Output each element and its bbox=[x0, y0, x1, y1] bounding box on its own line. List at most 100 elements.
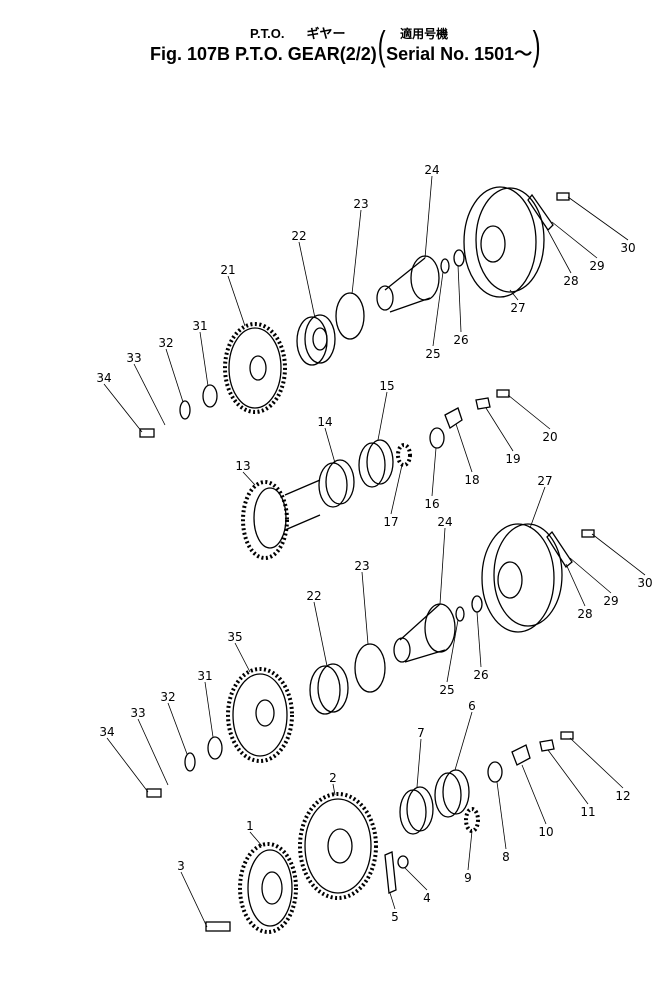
washer-26b bbox=[471, 595, 483, 613]
callout-32: 32 bbox=[158, 336, 173, 350]
leader-line-24 bbox=[424, 175, 433, 259]
lock-plate-28b bbox=[546, 530, 573, 568]
callout-27: 27 bbox=[537, 474, 552, 488]
callout-7: 7 bbox=[417, 726, 425, 740]
callout-8: 8 bbox=[502, 850, 510, 864]
subtitle-en: P.T.O. bbox=[250, 26, 285, 41]
leader-line-30 bbox=[591, 533, 646, 576]
bearing-6 bbox=[434, 769, 470, 818]
serial-range: Serial No. 1501～ bbox=[386, 44, 533, 64]
callout-19: 19 bbox=[505, 452, 520, 466]
leader-line-24 bbox=[439, 527, 446, 605]
subtitle-jp: ギヤー bbox=[306, 26, 346, 41]
gear-13 bbox=[241, 479, 321, 560]
leader-line-19 bbox=[485, 407, 514, 452]
callout-5: 5 bbox=[391, 910, 399, 924]
callout-25: 25 bbox=[425, 347, 440, 361]
leader-line-21 bbox=[227, 275, 246, 327]
nut-4 bbox=[397, 855, 409, 869]
callout-33: 33 bbox=[130, 706, 145, 720]
leader-line-28 bbox=[544, 224, 572, 274]
callout-24: 24 bbox=[424, 163, 439, 177]
plate-19 bbox=[475, 397, 491, 410]
leader-line-28 bbox=[565, 563, 586, 607]
bolt-30 bbox=[556, 192, 570, 201]
leader-line-32 bbox=[165, 348, 184, 403]
callout-16: 16 bbox=[424, 497, 439, 511]
leader-line-31 bbox=[204, 681, 214, 738]
callout-22: 22 bbox=[306, 589, 321, 603]
callout-22: 22 bbox=[291, 229, 306, 243]
leader-line-30 bbox=[567, 196, 629, 241]
bolt-34 bbox=[139, 428, 155, 438]
callout-labels: 2423222131323334252627282930151413161718… bbox=[96, 163, 652, 924]
bearing-15 bbox=[358, 439, 394, 488]
leader-line-6 bbox=[454, 711, 473, 771]
callout-23: 23 bbox=[354, 559, 369, 573]
leader-line-20 bbox=[507, 394, 551, 430]
callout-13: 13 bbox=[235, 459, 250, 473]
leader-line-4 bbox=[404, 867, 428, 891]
lock-washer-9 bbox=[464, 807, 480, 833]
ring-31 bbox=[202, 384, 218, 408]
callout-31: 31 bbox=[197, 669, 212, 683]
callout-15: 15 bbox=[379, 379, 394, 393]
leader-line-18 bbox=[455, 423, 473, 473]
callout-3: 3 bbox=[177, 859, 185, 873]
open-paren: ( bbox=[377, 24, 386, 68]
callout-12: 12 bbox=[615, 789, 630, 803]
close-paren: ) bbox=[532, 24, 541, 68]
subtitle-row: P.T.O. ギヤー bbox=[150, 26, 377, 42]
callout-30: 30 bbox=[620, 241, 635, 255]
title-block: P.T.O. ギヤー Fig. 107B P.T.O. GEAR(2/2) bbox=[150, 26, 377, 66]
gear-21 bbox=[223, 322, 287, 414]
lock-10 bbox=[511, 744, 531, 766]
nut-8 bbox=[487, 761, 503, 783]
callout-29: 29 bbox=[603, 594, 618, 608]
callout-17: 17 bbox=[383, 515, 398, 529]
callout-34: 34 bbox=[96, 371, 111, 385]
callout-33: 33 bbox=[126, 351, 141, 365]
callout-14: 14 bbox=[317, 415, 332, 429]
lock-18 bbox=[444, 407, 463, 429]
gear-2 bbox=[298, 792, 378, 900]
callout-9: 9 bbox=[464, 871, 472, 885]
leader-line-32 bbox=[167, 702, 188, 755]
callout-1: 1 bbox=[246, 819, 254, 833]
leader-line-27 bbox=[509, 289, 519, 301]
washer-32 bbox=[179, 400, 191, 420]
leader-line-9 bbox=[467, 830, 473, 871]
ring-23b bbox=[354, 643, 386, 693]
leader-line-14 bbox=[324, 427, 336, 464]
shaft-24b bbox=[393, 603, 456, 663]
bolt-30b bbox=[581, 529, 595, 538]
leader-line-31 bbox=[199, 331, 209, 387]
leader-line-15 bbox=[377, 391, 388, 441]
applicable-label: 適用号機 bbox=[400, 27, 449, 41]
leader-line-7 bbox=[416, 738, 422, 788]
callout-34: 34 bbox=[99, 725, 114, 739]
bearing-22 bbox=[296, 314, 336, 366]
gear-35 bbox=[226, 667, 294, 763]
callout-35: 35 bbox=[227, 630, 242, 644]
leader-line-34 bbox=[103, 383, 143, 433]
serial-block: 適用号機 Serial No. 1501～ bbox=[386, 26, 532, 66]
bearing-14 bbox=[318, 459, 355, 508]
leader-line-26 bbox=[457, 264, 462, 333]
callout-4: 4 bbox=[423, 891, 431, 905]
callout-26: 26 bbox=[473, 668, 488, 682]
leader-line-33 bbox=[133, 363, 166, 426]
callout-18: 18 bbox=[464, 473, 479, 487]
leader-line-3 bbox=[180, 871, 208, 928]
flange-27b bbox=[481, 523, 563, 633]
callout-28: 28 bbox=[563, 274, 578, 288]
leader-line-1 bbox=[249, 831, 263, 847]
plate-11 bbox=[539, 739, 555, 752]
leader-line-29 bbox=[551, 221, 598, 259]
bolt-3 bbox=[205, 921, 231, 932]
bearing-22b bbox=[309, 663, 349, 715]
callout-30: 30 bbox=[637, 576, 652, 590]
leader-line-22 bbox=[313, 601, 328, 667]
leader-lines bbox=[103, 175, 646, 928]
leader-line-8 bbox=[496, 781, 507, 850]
